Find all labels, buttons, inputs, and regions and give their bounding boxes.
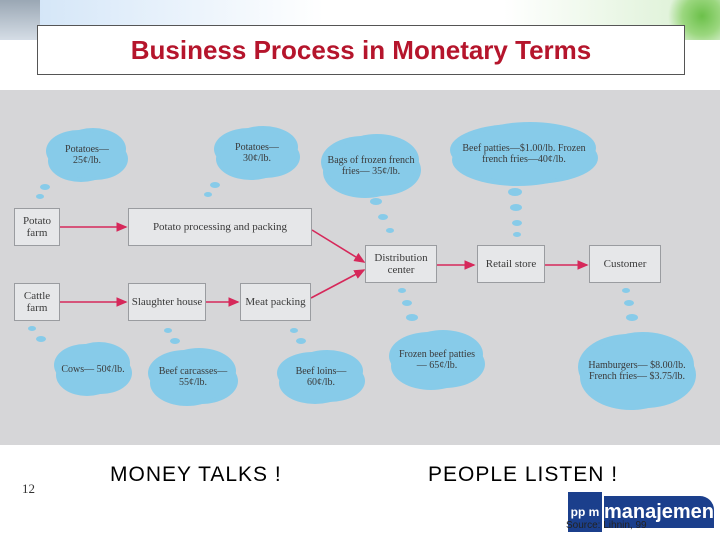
thought-bubble (512, 220, 522, 226)
tagline-money-talks: MONEY TALKS ! (110, 463, 282, 486)
business-process-diagram: Potato farm Potato processing and packin… (0, 90, 720, 445)
thought-bubble (40, 184, 50, 190)
box-potato-farm: Potato farm (14, 208, 60, 246)
thought-bubble (28, 326, 36, 331)
thought-bubble (378, 214, 388, 220)
box-customer: Customer (589, 245, 661, 283)
title-box: Business Process in Monetary Terms (37, 25, 685, 75)
cloud-frozen-fries-bags: Bags of frozen french fries— 35¢/lb. (327, 138, 415, 194)
thought-bubble (402, 300, 412, 306)
cloud-beef-loins: Beef loins— 60¢/lb. (283, 354, 359, 400)
page-title: Business Process in Monetary Terms (130, 34, 592, 65)
thought-bubble (210, 182, 220, 188)
thought-bubble (290, 328, 298, 333)
arrow-processing-to-distribution (311, 229, 366, 263)
box-meat-packing: Meat packing (240, 283, 311, 321)
tagline-people-listen: PEOPLE LISTEN ! (428, 463, 619, 486)
manajemen-logo: pp m manajemen Source: Lihnin, 99 (566, 490, 716, 536)
box-distribution-center: Distribution center (365, 245, 437, 283)
thought-bubble (622, 288, 630, 293)
thought-bubble (510, 204, 522, 211)
thought-bubble (170, 338, 180, 344)
thought-bubble (398, 288, 406, 293)
thought-bubble (406, 314, 418, 321)
thought-bubble (36, 336, 46, 342)
thought-bubble (370, 198, 382, 205)
arrow-meat-to-distribution (310, 269, 366, 299)
cloud-potatoes-25: Potatoes— 25¢/lb. (52, 132, 122, 178)
thought-bubble (204, 192, 212, 197)
logo-pp-mark: pp m (566, 490, 604, 534)
cloud-beef-carcasses: Beef carcasses— 55¢/lb. (154, 352, 232, 402)
thought-bubble (296, 338, 306, 344)
logo-wordmark: manajemen (604, 496, 714, 528)
box-retail-store: Retail store (477, 245, 545, 283)
thought-bubble (386, 228, 394, 233)
thought-bubble (624, 300, 634, 306)
box-cattle-farm: Cattle farm (14, 283, 60, 321)
building-graphic (0, 0, 40, 40)
thought-bubble (36, 194, 44, 199)
thought-bubble (513, 232, 521, 237)
source-note: Source: Lihnin, 99 (566, 520, 647, 531)
thought-bubble (508, 188, 522, 196)
box-slaughter-house: Slaughter house (128, 283, 206, 321)
cloud-beef-patties-fries: Beef patties—$1.00/lb. Frozen french fri… (456, 126, 592, 182)
box-potato-processing: Potato processing and packing (128, 208, 312, 246)
cloud-frozen-beef-patties: Frozen beef patties— 65¢/lb. (395, 334, 479, 386)
thought-bubble (626, 314, 638, 321)
page-number: 12 (22, 481, 35, 496)
cloud-potatoes-30: Potatoes— 30¢/lb. (220, 130, 294, 176)
cloud-hamburgers-fries: Hamburgers— $8.00/lb. French fries— $3.7… (584, 336, 690, 406)
cloud-cows: Cows— 50¢/lb. (60, 346, 126, 392)
thought-bubble (164, 328, 172, 333)
arrow-layer (60, 222, 589, 307)
